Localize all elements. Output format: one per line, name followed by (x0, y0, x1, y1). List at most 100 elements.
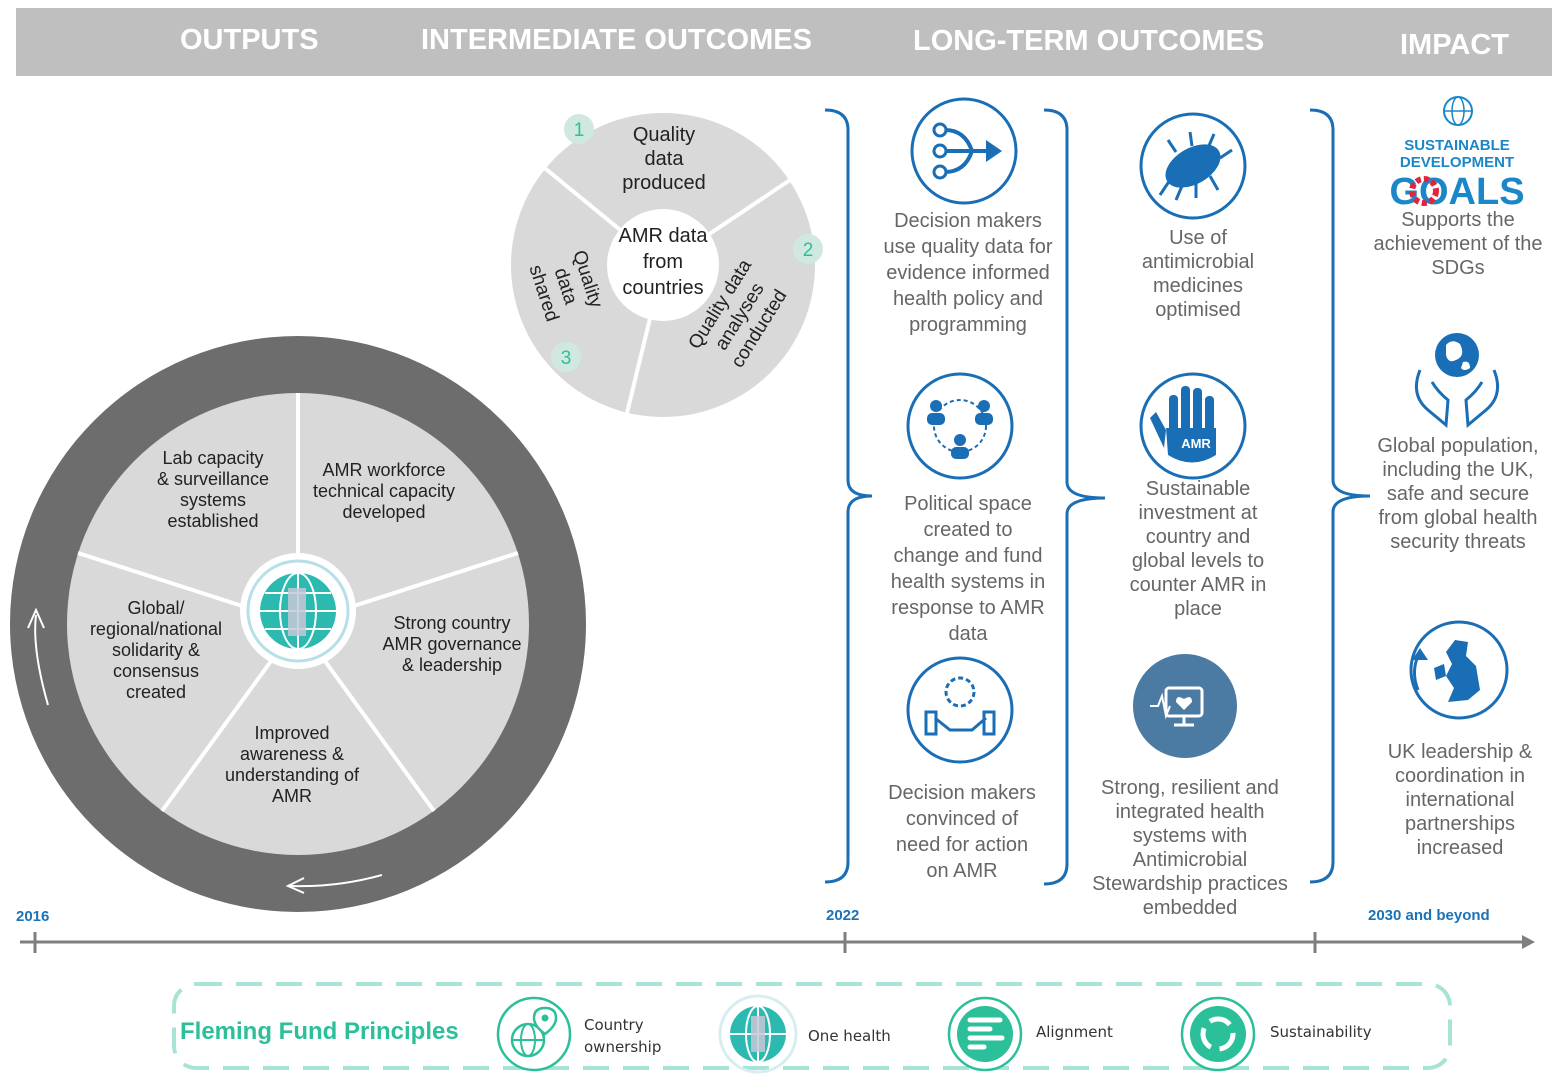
impact-item2-line3: safe and secure (1386, 483, 1530, 505)
sdg-logo: SUSTAINABLE DEVELOPMENT GOALS (1389, 96, 1525, 213)
seg-workforce-line3: developed (342, 502, 425, 522)
lt2-item1-line3: medicines (1152, 275, 1244, 297)
seg-awareness-line3: understanding of (225, 765, 360, 785)
one-health-center-icon (246, 559, 350, 663)
ring-arrow-left (289, 874, 383, 888)
lt2-item3-line4: Antimicrobial (1132, 849, 1248, 871)
principle-country-ownership-line2: ownership (584, 1038, 662, 1056)
lt1-item2-line5: response to AMR (891, 597, 1045, 619)
seg-awareness-line4: AMR (272, 786, 312, 806)
one-health-globe-icon (718, 994, 798, 1074)
cycle-center-line1: AMR data (619, 225, 709, 247)
people-network-icon (906, 372, 1014, 480)
lt1-item3-line4: on AMR (926, 860, 998, 882)
lt1-item1-line3: evidence informed (886, 262, 1050, 284)
impact-item2-line4: from global health (1378, 507, 1538, 529)
lt2-item1-line2: antimicrobial (1141, 251, 1255, 273)
seg-awareness-line1: Improved (254, 723, 329, 743)
timeline-mid-label: 2022 (826, 907, 860, 924)
seg-lab-line1: Lab capacity (162, 448, 263, 468)
cycle-center-line3: countries (622, 277, 703, 299)
lt1-item1-text: Decision makers use quality data for evi… (868, 208, 1068, 338)
sdg-logo-line1: SUSTAINABLE (1404, 137, 1510, 154)
data-flow-icon (910, 97, 1018, 205)
step3-number: 3 (561, 348, 572, 369)
brackets (824, 108, 1371, 886)
lt1-item2-text: Political space created to change and fu… (868, 491, 1068, 647)
impact-item3-line5: increased (1416, 837, 1504, 859)
lt1-item2-line1: Political space (904, 493, 1032, 515)
bracket-intermediate (824, 108, 873, 884)
header-outputs: OUTPUTS (180, 24, 319, 56)
lt1-item2-line6: data (948, 623, 988, 645)
impact-item3-line4: partnerships (1404, 813, 1516, 835)
bracket-long-term-2 (1309, 108, 1371, 884)
lt1-item3-line2: convinced of (905, 808, 1019, 830)
seg-solidarity-line4: consensus (113, 661, 199, 681)
seg-workforce-line1: AMR workforce (322, 460, 445, 480)
globe-pin-icon (496, 996, 572, 1072)
lt1-item1-line2: use quality data for (883, 236, 1053, 258)
principle-sustainability-label: Sustainability (1270, 1023, 1372, 1041)
hands-globe-icon (1414, 333, 1500, 429)
impact-item3-line3: international (1405, 789, 1515, 811)
timeline-end-label: 2030 and beyond (1368, 907, 1490, 924)
impact-item2-line1: Global population, (1377, 435, 1539, 457)
step1-line2: data (645, 148, 685, 170)
header-long-term-outcomes: LONG-TERM OUTCOMES (913, 25, 1265, 57)
seg-governance-line2: AMR governance (382, 634, 521, 654)
principle-one-health-label: One health (808, 1027, 891, 1045)
cycle-center-line2: from (643, 251, 683, 273)
bacteria-icon (1139, 112, 1247, 220)
lt2-item1-line4: optimised (1155, 299, 1241, 321)
lt1-item3-line3: need for action (895, 834, 1029, 856)
impact-item2-line2: including the UK, (1382, 459, 1534, 481)
principles-title: Fleming Fund Principles (180, 1018, 459, 1045)
seg-lab-line4: established (167, 511, 258, 531)
seg-lab-line2: & surveillance (157, 469, 269, 489)
principle-alignment-label: Alignment (1036, 1023, 1113, 1041)
impact-item3-line2: coordination in (1394, 765, 1526, 787)
impact-item2-line5: security threats (1390, 531, 1526, 553)
lt2-item2-line1: Sustainable (1145, 478, 1251, 500)
seg-solidarity-line3: solidarity & (112, 640, 200, 660)
lt1-item2-line4: health systems in (890, 571, 1046, 593)
lt2-item2-line4: global levels to (1131, 550, 1265, 572)
impact-item2-text: Global population, including the UK, saf… (1360, 434, 1552, 554)
lt2-item3-line5: Stewardship practices (1092, 873, 1288, 895)
lt1-item3-text: Decision makers convinced of need for ac… (862, 780, 1062, 884)
heart-monitor-icon (1133, 654, 1237, 758)
header-bar (16, 8, 1552, 76)
lt1-item1-line5: programming (909, 314, 1027, 336)
principles-box (172, 982, 1452, 1074)
amr-hand-icon: AMR (1139, 372, 1247, 480)
principle-country-ownership-line1: Country (584, 1016, 644, 1034)
lt2-item1-text: Use of antimicrobial medicines optimised (1098, 226, 1298, 322)
data-cycle-diagram: 1 2 3 AMR data from countries Quality da… (511, 113, 823, 417)
lt2-item1-line1: Use of (1169, 227, 1227, 249)
step2-number: 2 (803, 240, 814, 261)
lt1-item1-line1: Decision makers (894, 210, 1042, 232)
lt1-item3-line1: Decision makers (888, 782, 1036, 804)
lt2-item2-line6: place (1174, 598, 1222, 620)
lt2-item3-line3: systems with (1132, 825, 1248, 847)
lt1-item1-line4: health policy and (892, 288, 1044, 310)
sdg-logo-line2: DEVELOPMENT (1400, 154, 1514, 171)
impact-item1-line3: SDGs (1431, 257, 1485, 279)
amr-hand-label: AMR (1181, 436, 1211, 451)
lt2-item3-line2: integrated health (1115, 801, 1265, 823)
seg-solidarity-line2: regional/national (90, 619, 222, 639)
alignment-icon (947, 996, 1023, 1072)
lt2-item2-line2: investment at (1138, 502, 1258, 524)
handshake-gears-icon (906, 656, 1014, 764)
timeline (20, 932, 1535, 953)
seg-governance-line3: & leadership (402, 655, 502, 675)
uk-map-icon (1409, 620, 1509, 720)
seg-lab-line3: systems (180, 490, 246, 510)
seg-awareness-line2: awareness & (240, 744, 344, 764)
ring-arrow-up (34, 614, 49, 706)
sustainability-icon (1180, 996, 1256, 1072)
impact-item3-text: UK leadership & coordination in internat… (1362, 740, 1552, 860)
impact-item1-text: Supports the achievement of the SDGs (1360, 208, 1552, 280)
